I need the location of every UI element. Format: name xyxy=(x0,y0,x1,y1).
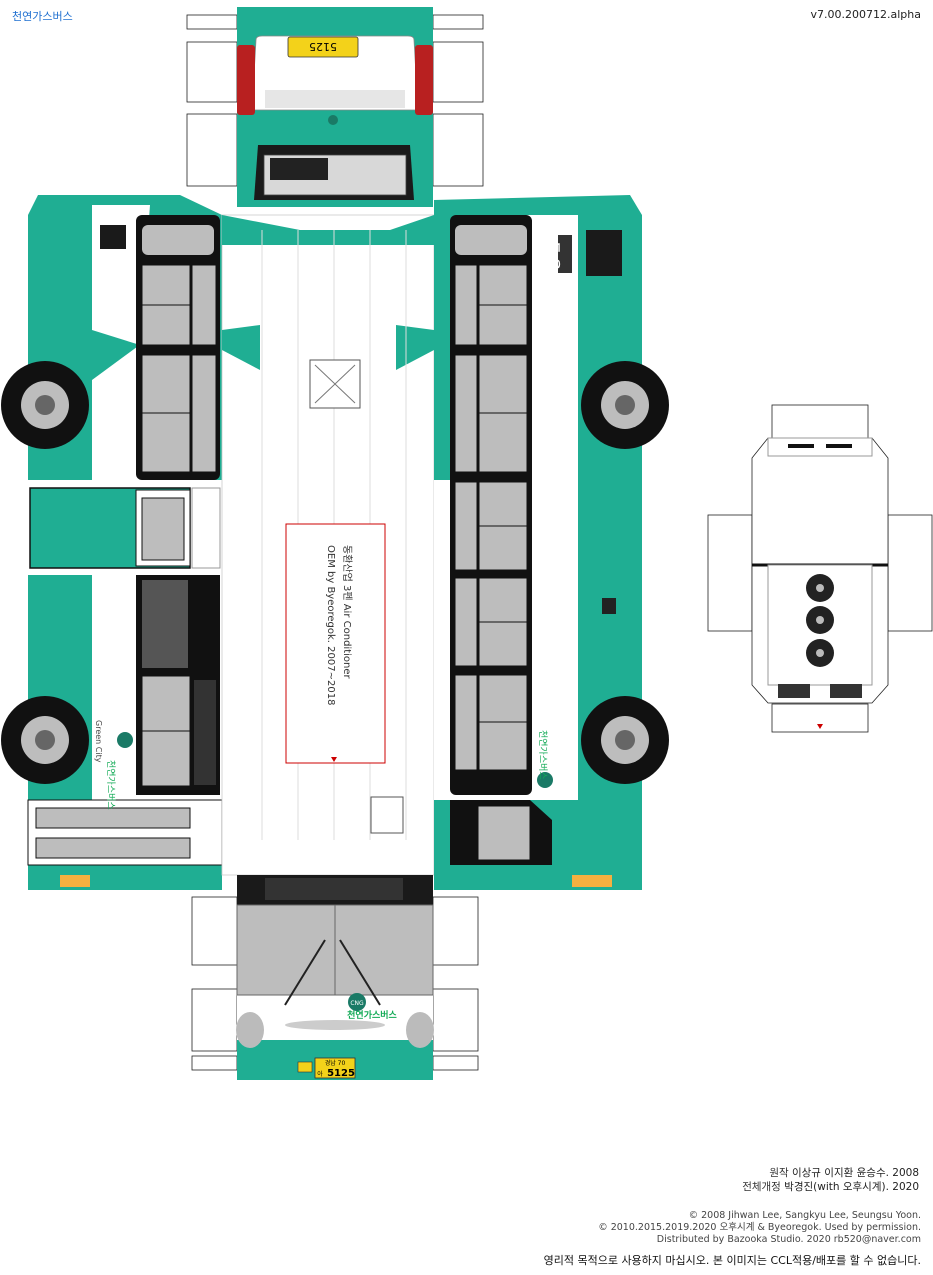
vent-icon xyxy=(100,225,126,249)
usage-notice: 영리적 목적으로 사용하지 마십시오. 본 이미지는 CCL적용/배포를 할 수… xyxy=(543,1254,921,1267)
left-wheel-front xyxy=(1,361,89,449)
ac-unit-net xyxy=(707,404,933,733)
model-label-left: Green City xyxy=(94,720,103,763)
original-label: 원작 xyxy=(769,1167,789,1179)
front-plate xyxy=(314,1057,356,1079)
rear-plate-number: 5125 xyxy=(309,40,337,53)
side-operator-left: 천연가스버스 xyxy=(105,760,116,810)
slogan-left: 오 등 운 수 xyxy=(108,275,123,336)
revision-names: 박경진(with 오후시계). 2020 xyxy=(784,1181,919,1193)
front-operator-name: 천연가스버스 xyxy=(347,1009,397,1021)
left-wheel-rear xyxy=(1,696,89,784)
distribution-line: Distributed by Bazooka Studio. 2020 rb52… xyxy=(656,1234,921,1245)
revision-label: 전체개정 xyxy=(742,1181,781,1193)
side-operator-right: 천연가스버스 xyxy=(537,730,548,780)
front-flaps xyxy=(191,896,479,1071)
right-wheel-rear xyxy=(581,696,669,784)
left-side: 오 등 운 수 천연가스버스 Green City xyxy=(1,195,223,890)
copyright-line-1: © 2008 Jihwan Lee, Sangkyu Lee, Seungsu … xyxy=(688,1210,921,1221)
header-title: 천연가스버스 xyxy=(12,10,73,23)
ac-unit-label-1: 동환산업 3펜 Air Conditioner xyxy=(341,545,354,680)
credits-block: 원작 이상규 이지환 윤승수. 2008 전체개정 박경진(with 오후시계)… xyxy=(742,1166,919,1194)
legal-block: © 2008 Jihwan Lee, Sangkyu Lee, Seungsu … xyxy=(598,1210,921,1246)
front-plate-number: 5125 xyxy=(327,1068,355,1079)
right-side: 오 등 운 수 천연가스버스 xyxy=(434,195,669,890)
rear-plate xyxy=(287,36,359,58)
right-wheel-front xyxy=(581,361,669,449)
front-face: CNG 천연가스버스 경남 70 5125 아 xyxy=(236,875,434,1080)
original-names: 이상규 이지환 윤승수. 2008 xyxy=(791,1167,919,1179)
version-label: v7.00.200712.alpha xyxy=(810,8,921,21)
front-plate-region: 경남 70 xyxy=(325,1059,346,1067)
front-plate-prefix: 아 xyxy=(317,1070,323,1078)
ac-unit-label-2: OEM by Byeoregok. 2007~2018 xyxy=(325,545,336,705)
slogan-right: 오 등 운 수 xyxy=(545,225,560,286)
copyright-line-2: © 2010.2015.2019.2020 오후시계 & Byeoregok. … xyxy=(598,1222,921,1233)
rear-face: 5125 xyxy=(237,7,433,207)
rear-flaps xyxy=(186,14,484,187)
roof: 동환산업 3펜 Air Conditioner OEM by Byeoregok… xyxy=(221,214,435,876)
cng-badge: CNG xyxy=(350,1000,364,1007)
